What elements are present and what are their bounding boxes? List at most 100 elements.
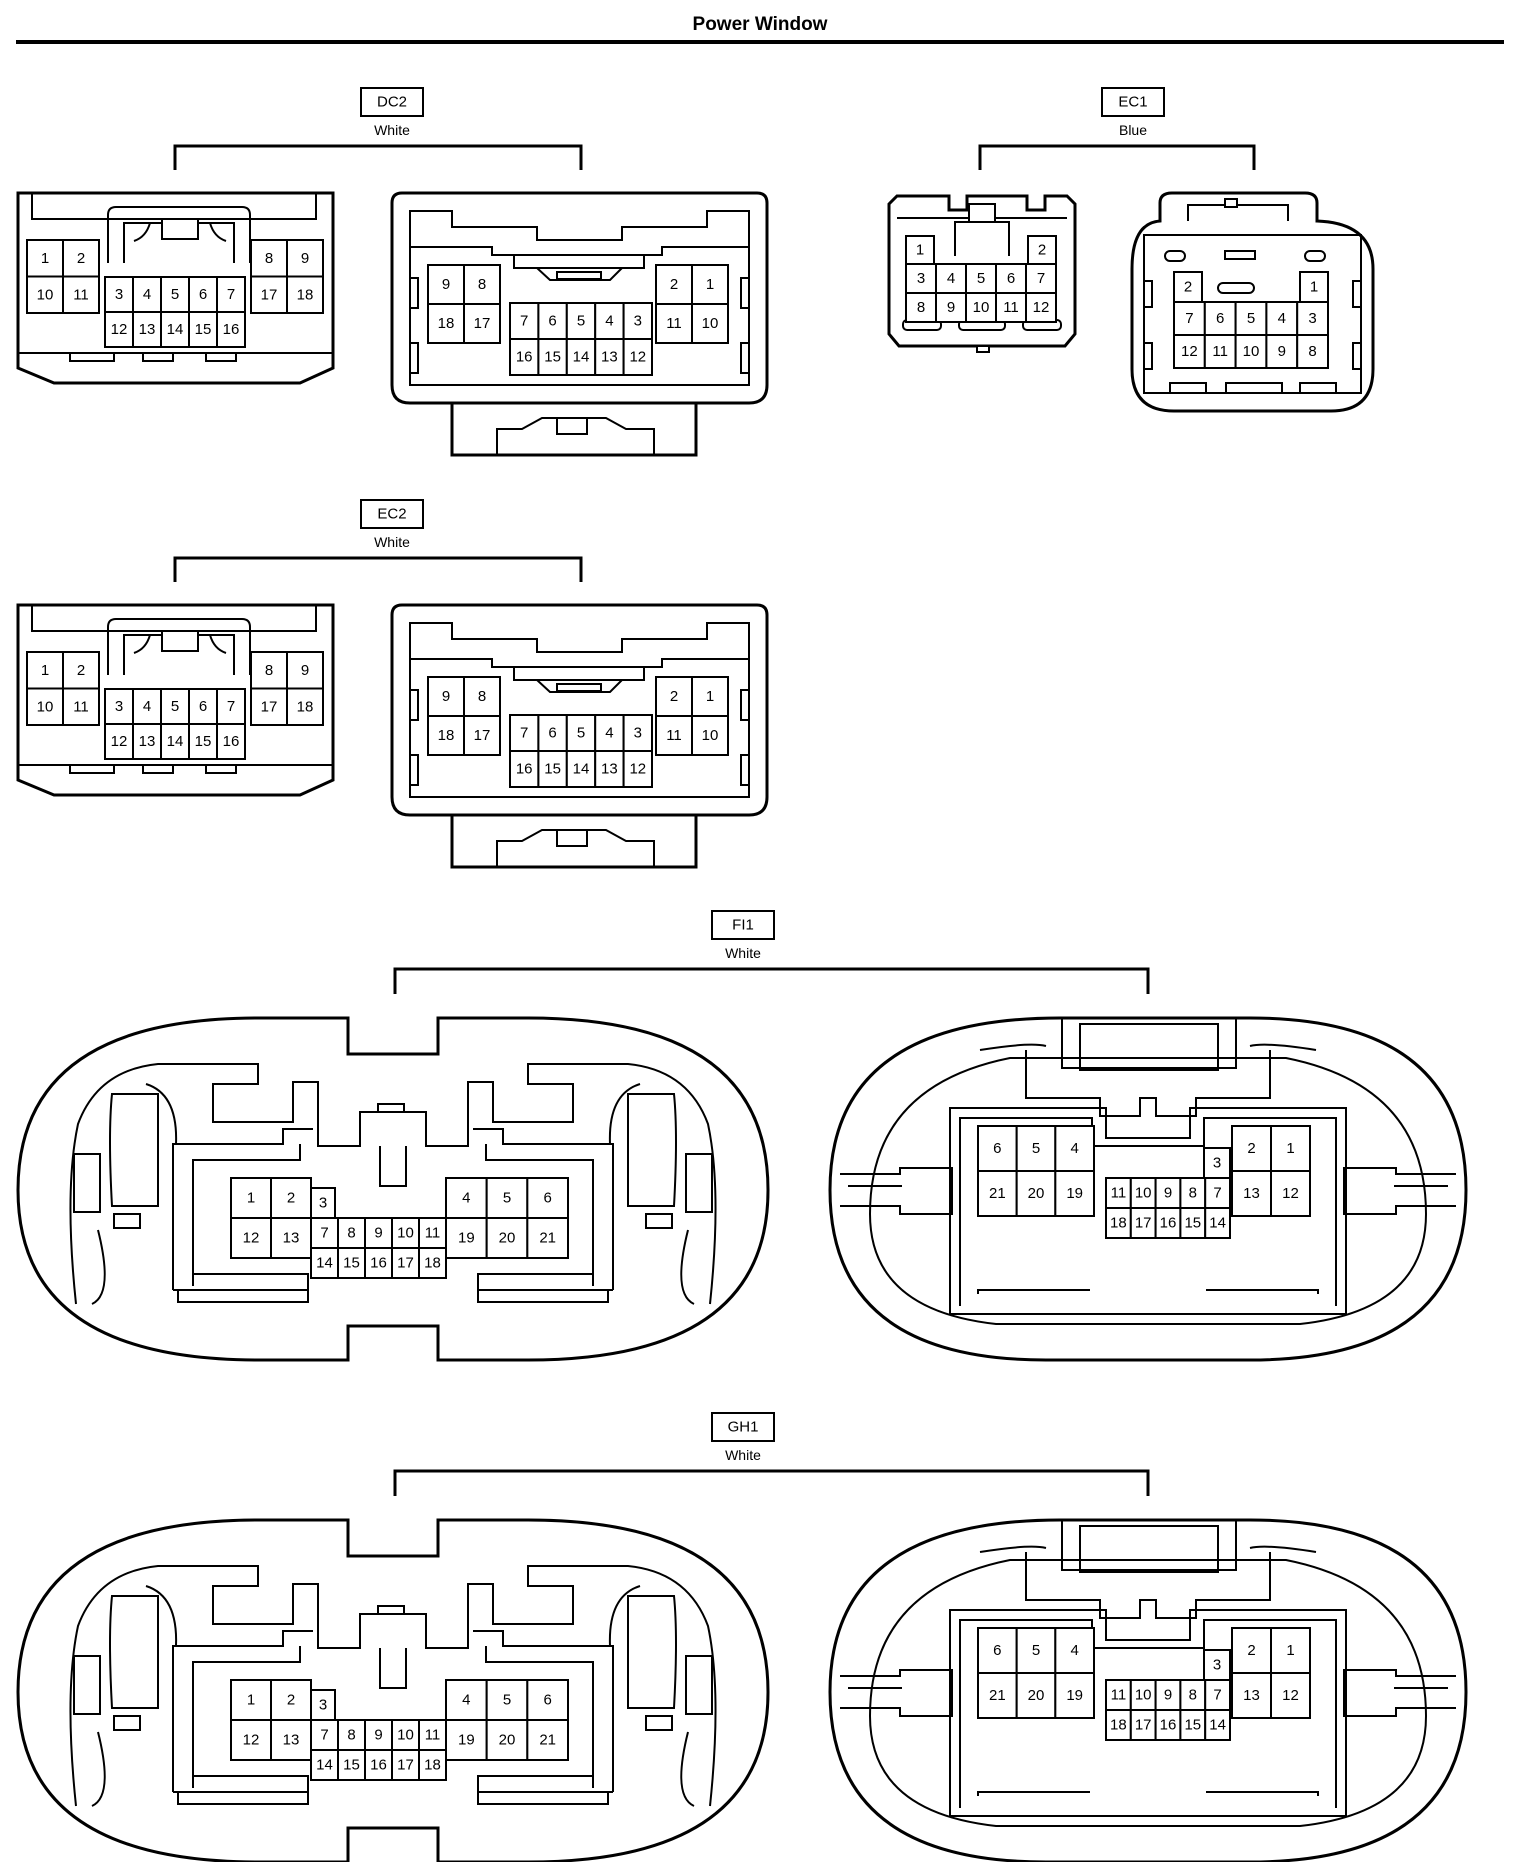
pin-number: 10 — [397, 1727, 414, 1744]
pin-number: 4 — [1070, 1140, 1078, 1157]
pin-cell — [463, 715, 501, 756]
pin-cell — [286, 687, 324, 726]
pin-number: 6 — [543, 1692, 551, 1709]
pin-number: 2 — [77, 662, 85, 679]
pin-number: 15 — [343, 1255, 360, 1272]
pin-number: 18 — [438, 727, 455, 744]
pin-cell — [1054, 1125, 1096, 1172]
pin-cell — [445, 1719, 488, 1761]
pin-number: 13 — [1243, 1185, 1260, 1202]
foot — [1299, 382, 1337, 394]
side-lug — [73, 1655, 101, 1715]
pin-number: 19 — [458, 1732, 475, 1749]
pin-number: 15 — [544, 349, 561, 366]
pin-number: 1 — [916, 242, 924, 259]
bracket-line — [173, 556, 583, 582]
pin-cell — [1299, 271, 1329, 303]
pin-number: 13 — [139, 321, 156, 338]
pin-number: 2 — [670, 688, 678, 705]
pin-number: 6 — [548, 313, 556, 330]
pin-cell — [1129, 1679, 1157, 1711]
latch — [556, 417, 588, 435]
pin-cell — [691, 264, 729, 305]
pin-cell — [286, 239, 324, 278]
pin-number: 2 — [287, 1692, 295, 1709]
pin-number: 11 — [425, 1225, 441, 1242]
pin-number: 11 — [1003, 299, 1019, 316]
connector-color: Blue — [1119, 122, 1147, 138]
pin-number: 11 — [666, 315, 682, 332]
pin-number: 8 — [478, 688, 486, 705]
pin-number: 3 — [1213, 1657, 1221, 1674]
housing-outline — [450, 815, 698, 869]
foot — [69, 352, 115, 362]
side-rib — [740, 689, 750, 721]
pin-number: 12 — [243, 1732, 260, 1749]
pin-cell — [427, 303, 465, 344]
housing-outline — [954, 221, 1010, 256]
housing-outline — [979, 1043, 1047, 1051]
pin-number: 1 — [706, 688, 714, 705]
pin-number: 13 — [283, 1230, 300, 1247]
housing-outline — [513, 667, 645, 681]
pin-cell — [310, 1247, 339, 1279]
pin-number: 3 — [634, 725, 642, 742]
pin-number: 4 — [605, 725, 613, 742]
pin-grid: 1 — [1299, 271, 1329, 303]
pin-cell — [905, 292, 937, 323]
foot — [205, 764, 237, 774]
pin-number: 16 — [1160, 1717, 1177, 1734]
housing-outline — [133, 222, 151, 242]
pin-number: 12 — [629, 349, 646, 366]
pin-cell — [270, 1217, 312, 1259]
pin-cell — [691, 715, 729, 756]
pin-number: 10 — [397, 1225, 414, 1242]
pin-number: 16 — [370, 1757, 387, 1774]
pin-number: 13 — [139, 733, 156, 750]
pin-number: 12 — [243, 1230, 260, 1247]
pin-cell — [1270, 1627, 1311, 1674]
pin-number: 15 — [544, 761, 561, 778]
housing-outline — [473, 1128, 614, 1290]
pin-number: 3 — [1213, 1155, 1221, 1172]
pin-number: 7 — [1185, 310, 1193, 327]
pin-number: 8 — [917, 299, 925, 316]
pin-cell — [1204, 1709, 1231, 1741]
pin-number: 7 — [1213, 1687, 1221, 1704]
side-rib — [1143, 280, 1153, 308]
pin-number: 4 — [947, 270, 955, 287]
housing-outline — [16, 191, 335, 385]
housing-outline — [868, 1057, 1428, 1325]
pin-number: 4 — [1278, 310, 1286, 327]
latch — [161, 218, 199, 240]
pin-number: 11 — [73, 698, 89, 715]
connector-color: White — [374, 122, 410, 138]
pin-number: 7 — [227, 698, 235, 715]
housing-outline — [16, 603, 335, 797]
housing-outline — [627, 1595, 677, 1709]
side-rib — [1352, 280, 1362, 308]
pin-number: 12 — [1033, 299, 1050, 316]
pin-number: 19 — [1066, 1687, 1083, 1704]
housing-outline — [608, 1083, 641, 1145]
pin-cell — [364, 1247, 393, 1279]
housing-outline — [680, 1731, 695, 1807]
side-rib — [1143, 342, 1153, 370]
housing-outline — [107, 206, 251, 263]
pin-number: 14 — [167, 321, 184, 338]
pin-cell — [977, 1627, 1018, 1674]
pin-cell — [655, 303, 693, 344]
pin-number: 8 — [478, 276, 486, 293]
pin-number: 6 — [993, 1642, 1001, 1659]
housing-outline — [145, 1083, 178, 1145]
pin-number: 17 — [1135, 1717, 1152, 1734]
housing-outline — [209, 222, 227, 242]
